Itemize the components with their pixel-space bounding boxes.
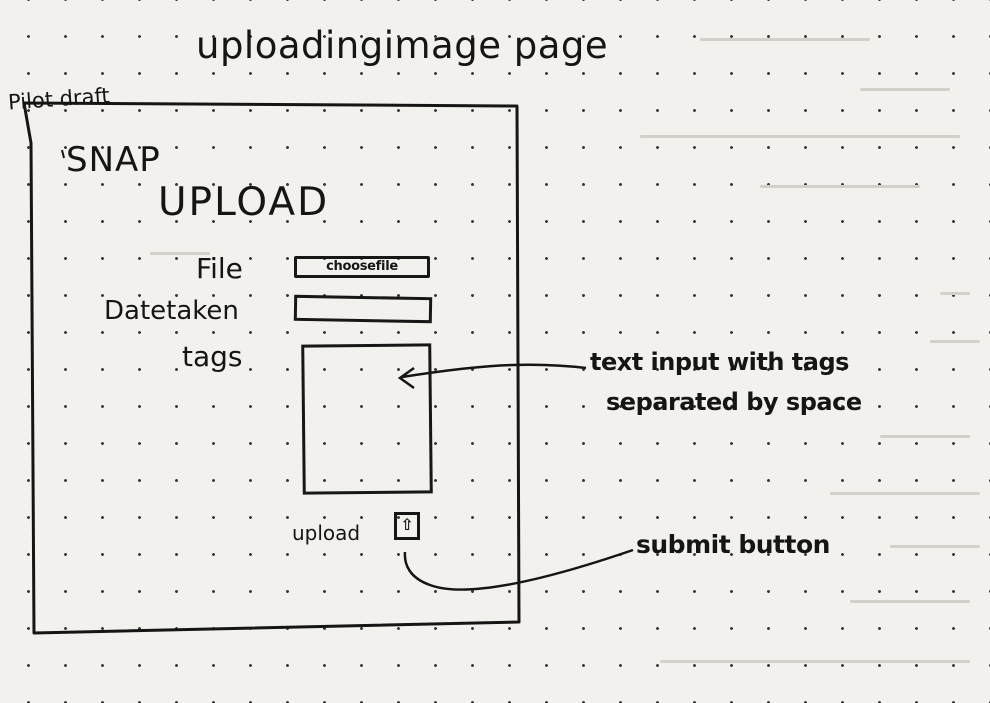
tags-textarea[interactable] xyxy=(301,343,433,495)
tags-arrow xyxy=(401,363,587,379)
tags-label: tags xyxy=(182,340,243,373)
upload-button-label[interactable]: upload xyxy=(292,521,361,545)
tags-arrow-head xyxy=(397,366,415,390)
submit-arrow xyxy=(403,548,634,591)
tags-annotation-line1: text input with tags xyxy=(590,348,849,376)
tags-annotation-line2: separated by space xyxy=(606,388,862,416)
sketch-title: uploadingimage page xyxy=(196,24,609,67)
file-field-label: File xyxy=(196,252,243,285)
date-taken-input[interactable] xyxy=(293,294,433,324)
choose-file-button[interactable]: choosefile xyxy=(294,256,430,278)
tags-annotation: text input with tags separated by space xyxy=(590,342,862,422)
upload-arrow-icon[interactable]: ⇧ xyxy=(394,512,420,540)
brand-logo-text: SNAP xyxy=(66,140,161,180)
submit-annotation: submit button xyxy=(636,530,830,559)
pen-mark xyxy=(61,149,65,159)
page-heading: UPLOAD xyxy=(158,180,330,225)
date-taken-label: Datetaken xyxy=(104,296,239,326)
